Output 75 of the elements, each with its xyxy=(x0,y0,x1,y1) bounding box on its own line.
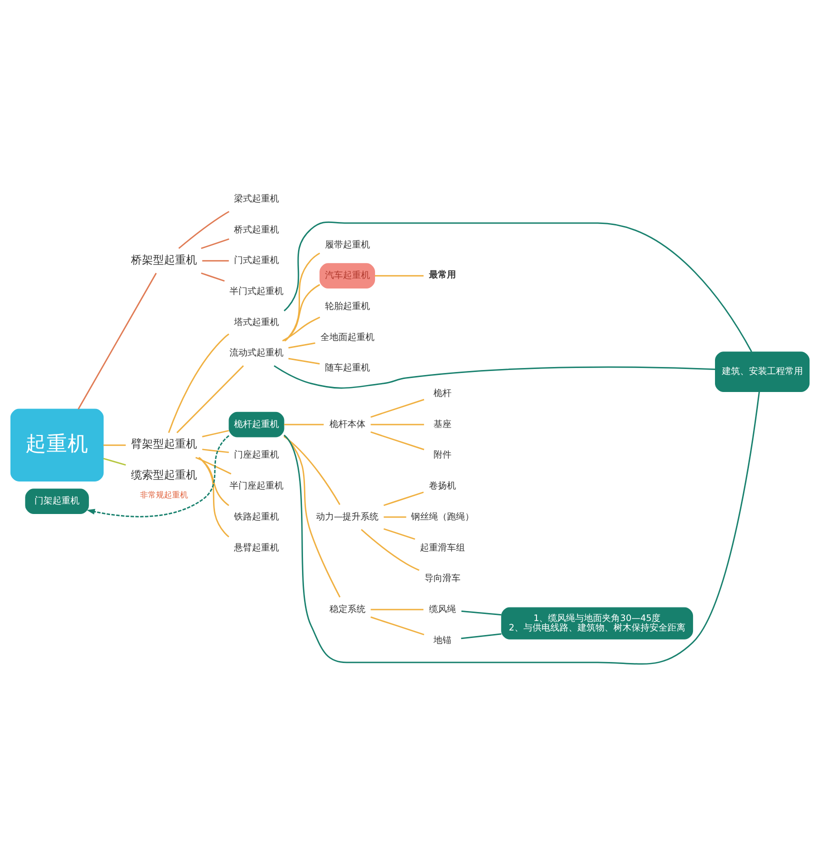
node-text: 卷扬机 xyxy=(429,482,456,492)
node-text: 铁路起重机 xyxy=(234,512,279,522)
node-text: 门式起重机 xyxy=(234,256,279,266)
connector xyxy=(288,342,316,348)
connector xyxy=(284,222,752,352)
connector xyxy=(370,616,424,636)
node-text: 导向滑车 xyxy=(424,574,461,584)
connector xyxy=(384,516,406,518)
node-text: 半门座起重机 xyxy=(229,482,284,492)
node-text: 最常用 xyxy=(429,270,456,280)
connector xyxy=(284,252,320,342)
node-text: 缆风绳 xyxy=(429,604,456,615)
node-text: 起重滑车组 xyxy=(420,543,466,554)
node-text: 流动式起重机 xyxy=(229,348,284,359)
node-text: 动力—提升系统 xyxy=(316,512,379,522)
connector xyxy=(202,260,229,262)
node-box: 桅杆起重机 xyxy=(228,412,284,438)
node-text: 地锚 xyxy=(434,636,452,646)
connector xyxy=(200,272,225,282)
edge-label: 非常规起重机 xyxy=(140,490,188,500)
node-text: 稳定系统 xyxy=(329,604,366,615)
node-text: 轮胎起重机 xyxy=(324,302,370,312)
connector xyxy=(282,316,320,342)
connector xyxy=(198,457,230,506)
connector xyxy=(198,457,230,538)
connector xyxy=(202,448,229,454)
node-text: 门座起重机 xyxy=(234,450,279,461)
node-text: 基座 xyxy=(434,420,452,430)
connector xyxy=(202,430,229,438)
connector xyxy=(284,392,760,665)
connector xyxy=(461,633,502,640)
node-text: 梁式起重机 xyxy=(234,194,279,204)
connector xyxy=(78,272,157,410)
connector xyxy=(178,210,230,249)
connector xyxy=(176,365,244,434)
connector xyxy=(168,334,230,433)
arrow xyxy=(86,435,230,518)
node-box: 起重机 xyxy=(10,408,104,482)
node-text: 附件 xyxy=(434,450,452,461)
node-box: 建筑、安装工程常用 xyxy=(715,352,810,392)
connector xyxy=(288,358,320,364)
connector xyxy=(284,424,324,426)
connector xyxy=(195,456,232,474)
node-text: 履带起重机 xyxy=(324,240,370,250)
connector xyxy=(103,444,126,446)
connector xyxy=(200,238,230,250)
connector xyxy=(284,436,340,505)
node-text: 臂架型起重机 xyxy=(130,438,197,451)
node-text: 钢丝绳（跑绳） xyxy=(411,512,474,522)
node-text: 桥式起重机 xyxy=(234,225,279,236)
connector xyxy=(374,275,424,277)
node-text: 缆索型起重机 xyxy=(130,468,197,482)
connector xyxy=(461,610,502,616)
connector xyxy=(370,424,424,426)
node-box: 门架起重机 xyxy=(25,488,89,514)
connector xyxy=(384,528,416,540)
node-text: 悬臂起重机 xyxy=(234,543,279,554)
node-text: 桅杆本体 xyxy=(329,420,366,430)
node-box: 汽车起重机 xyxy=(320,263,376,289)
connector xyxy=(103,458,126,466)
connector xyxy=(360,529,420,571)
node-text: 桅杆 xyxy=(434,389,452,400)
connector xyxy=(370,431,424,450)
node-text: 塔式起重机 xyxy=(234,318,279,328)
connector xyxy=(370,398,424,418)
node-text: 随车起重机 xyxy=(324,364,370,374)
node-text: 桥架型起重机 xyxy=(130,253,197,266)
connector xyxy=(284,434,340,598)
connector xyxy=(284,284,320,342)
node-text: 全地面起重机 xyxy=(320,332,374,343)
connector xyxy=(384,492,424,506)
node-text: 半门式起重机 xyxy=(229,286,284,297)
node-box: 1、缆风绳与地面夹角30—45度 2、与供电线路、建筑物、树木保持安全距离 xyxy=(501,607,694,640)
connector xyxy=(370,608,424,610)
connector xyxy=(274,365,716,389)
